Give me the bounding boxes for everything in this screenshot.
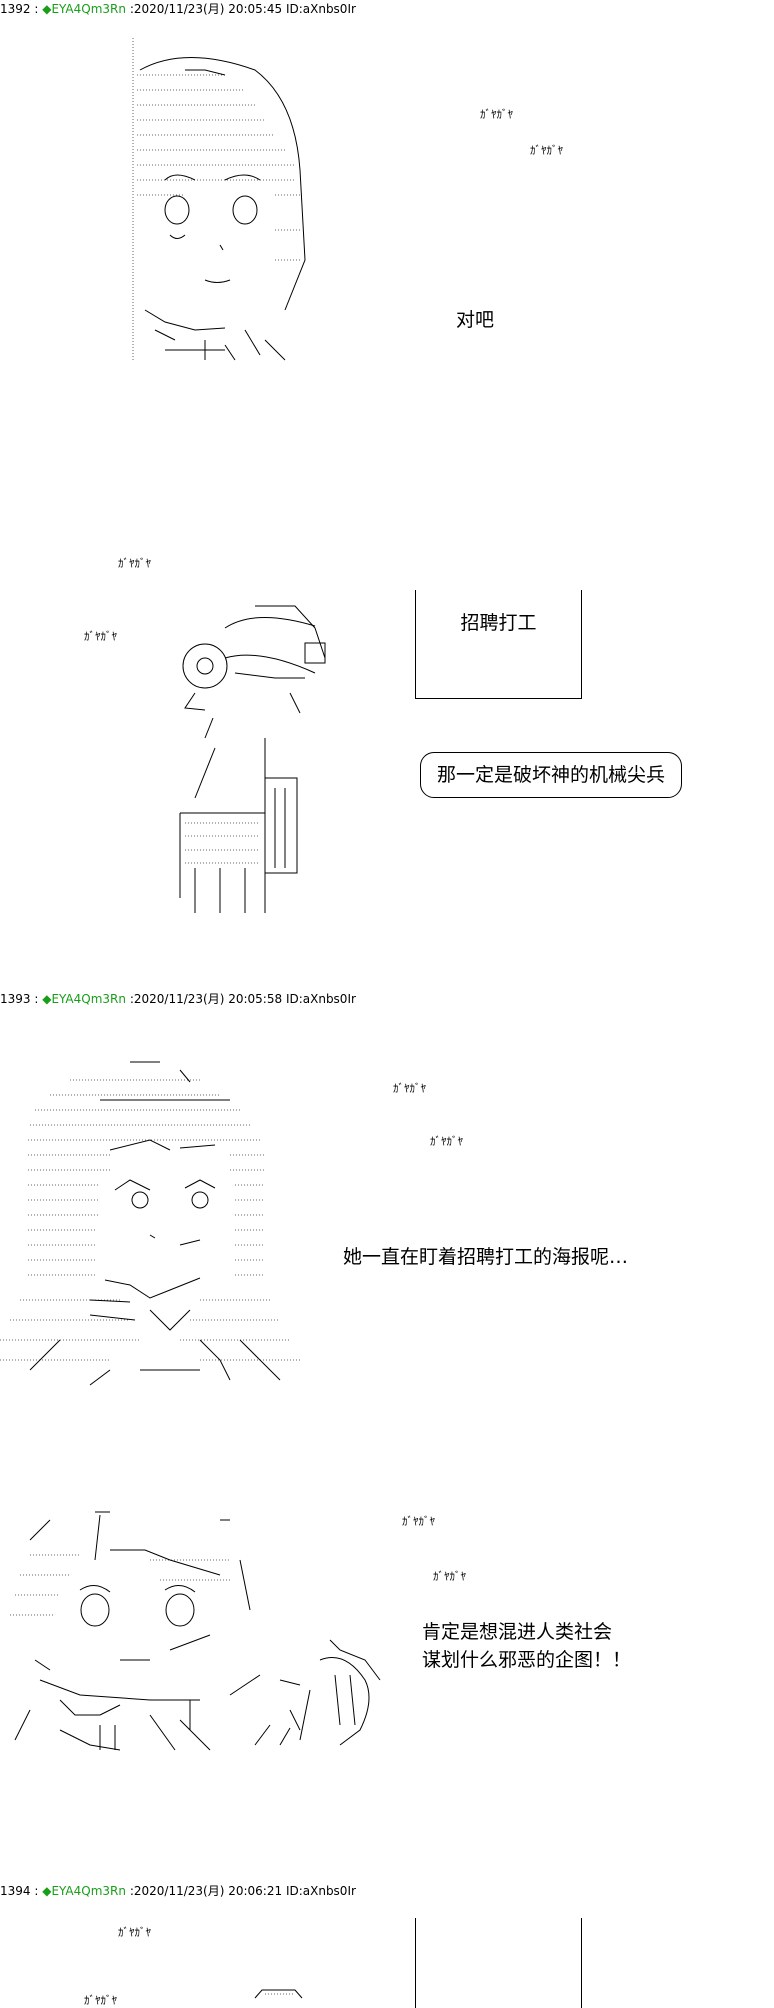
post-header-1394: 1394 : ◆EYA4Qm3Rn :2020/11/23(月) 20:06:2…: [0, 1882, 356, 1900]
post-number: 1393: [0, 992, 31, 1006]
character-art-panel5-partial: [254, 1989, 303, 1999]
header-separator: :: [30, 992, 43, 1006]
job-poster-sign: [415, 1918, 582, 2008]
post-header-1393: 1393 : ◆EYA4Qm3Rn :2020/11/23(月) 20:05:5…: [0, 990, 356, 1008]
character-art-panel2: [179, 605, 326, 913]
trip-diamond-icon: ◆: [42, 992, 52, 1006]
job-poster-sign: 招聘打工: [415, 590, 582, 699]
post-datetime: :2020/11/23(月) 20:06:21: [129, 1884, 283, 1898]
speech-bubble: 那一定是破坏神的机械尖兵: [420, 752, 683, 798]
character-art-panel3: [0, 1061, 300, 1386]
character-art-panel1: [132, 38, 306, 361]
trip-code[interactable]: EYA4Qm3Rn: [51, 1884, 126, 1898]
trip-code[interactable]: EYA4Qm3Rn: [51, 2, 126, 16]
post-datetime: :2020/11/23(月) 20:05:58: [129, 992, 283, 1006]
job-poster-text: 招聘打工: [460, 612, 537, 634]
sfx-chatter: ｶﾞﾔｶﾞﾔ: [433, 1570, 466, 1583]
sfx-chatter: ｶﾞﾔｶﾞﾔ: [118, 1926, 151, 1939]
sfx-chatter: ｶﾞﾔｶﾞﾔ: [84, 630, 117, 643]
trip-code[interactable]: EYA4Qm3Rn: [51, 992, 126, 1006]
dialog-text: 对吧: [456, 309, 495, 331]
trip-diamond-icon: ◆: [42, 2, 52, 16]
post-id: ID:aXnbs0Ir: [285, 2, 356, 16]
post-header-1392: 1392 : ◆EYA4Qm3Rn :2020/11/23(月) 20:05:4…: [0, 0, 356, 18]
post-id: ID:aXnbs0Ir: [285, 992, 356, 1006]
character-art-panel4: [10, 1511, 381, 1751]
dialog-text: 她一直在盯着招聘打工的海报呢…: [343, 1246, 629, 1268]
header-separator: :: [30, 1884, 43, 1898]
post-id: ID:aXnbs0Ir: [285, 1884, 356, 1898]
trip-diamond-icon: ◆: [42, 1884, 52, 1898]
sfx-chatter: ｶﾞﾔｶﾞﾔ: [393, 1082, 426, 1095]
sfx-chatter: ｶﾞﾔｶﾞﾔ: [84, 1994, 117, 2007]
header-separator: :: [30, 2, 43, 16]
sfx-chatter: ｶﾞﾔｶﾞﾔ: [118, 557, 151, 570]
sfx-chatter: ｶﾞﾔｶﾞﾔ: [430, 1135, 463, 1148]
dialog-line-1: 肯定是想混进人类社会: [422, 1621, 613, 1643]
post-number: 1392: [0, 2, 31, 16]
post-number: 1394: [0, 1884, 31, 1898]
post-datetime: :2020/11/23(月) 20:05:45: [129, 2, 283, 16]
sfx-chatter: ｶﾞﾔｶﾞﾔ: [530, 144, 563, 157]
sfx-chatter: ｶﾞﾔｶﾞﾔ: [402, 1515, 435, 1528]
dialog-line-2: 谋划什么邪恶的企图！！: [422, 1649, 632, 1671]
sfx-chatter: ｶﾞﾔｶﾞﾔ: [480, 108, 513, 121]
